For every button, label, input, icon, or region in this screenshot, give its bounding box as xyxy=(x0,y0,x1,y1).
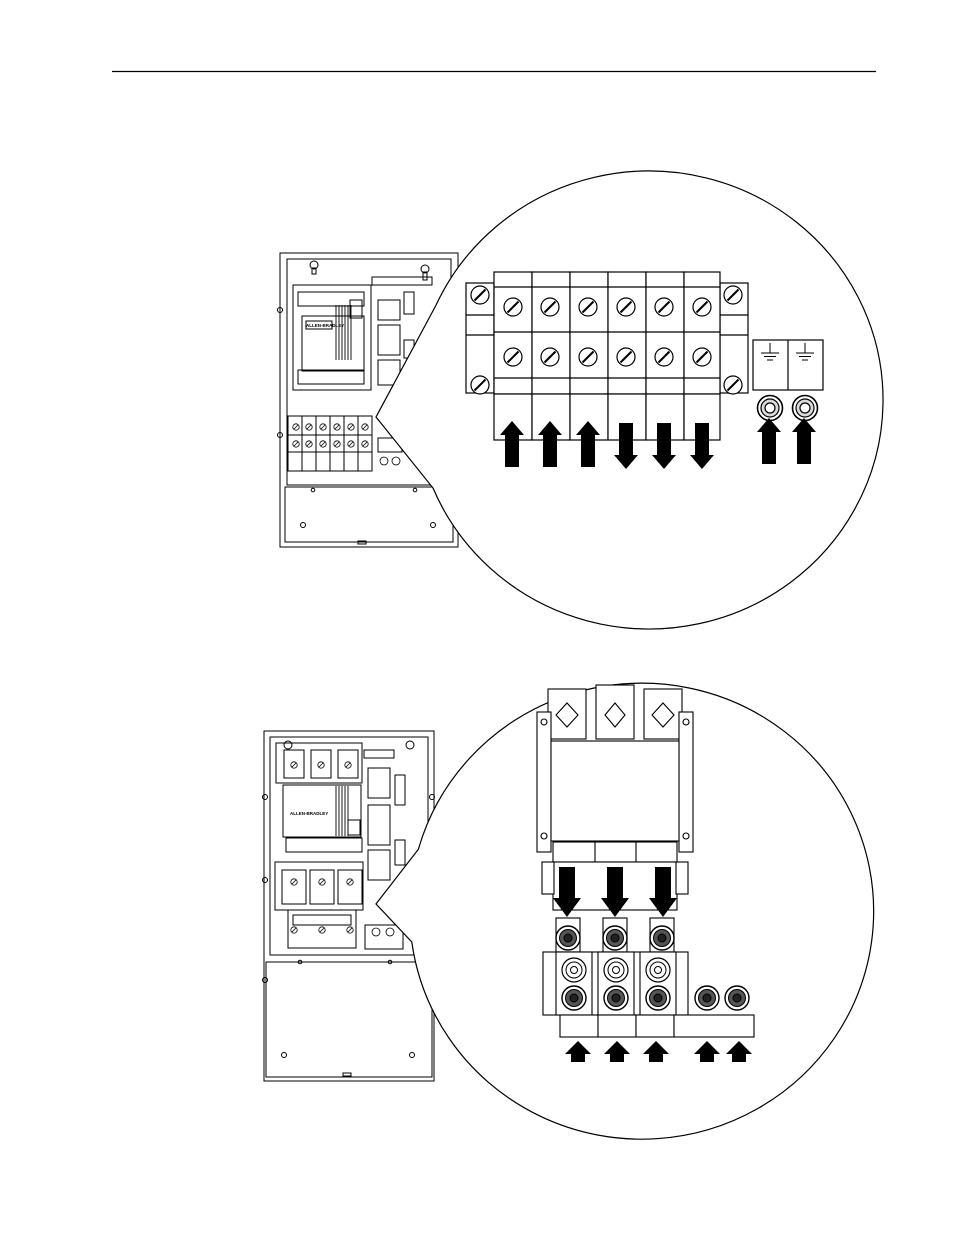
screw-icon xyxy=(579,298,597,316)
input-lug-icon xyxy=(646,986,670,1010)
screw-icon xyxy=(579,348,597,366)
screw-icon xyxy=(693,348,711,366)
input-lug-icon xyxy=(562,958,586,982)
output-lug-icon xyxy=(650,926,674,950)
screw-icon xyxy=(724,286,742,304)
figure-top: ALLEN-BRADLEY xyxy=(278,171,884,629)
input-lug-icon xyxy=(604,986,628,1010)
screw-icon xyxy=(617,298,635,316)
input-lug-icon xyxy=(562,986,586,1010)
screw-icon xyxy=(655,348,673,366)
figure-bottom: ALLEN-BRADLEY xyxy=(263,683,874,1139)
enclosure-top-brand: ALLEN-BRADLEY xyxy=(306,323,344,328)
arrows-top xyxy=(500,418,816,469)
output-lug-icon xyxy=(603,926,627,950)
screw-icon xyxy=(541,348,559,366)
screw-icon xyxy=(504,348,522,366)
enclosure-bottom-brand: ALLEN-BRADLEY xyxy=(290,811,328,816)
screw-icon xyxy=(541,298,559,316)
screw-icon xyxy=(471,376,489,394)
screw-icon xyxy=(504,298,522,316)
screw-icon xyxy=(693,298,711,316)
output-lug-icon xyxy=(556,926,580,950)
ground-stud-icon xyxy=(725,986,749,1010)
input-lug-icon xyxy=(646,958,670,982)
screw-icon xyxy=(471,286,489,304)
ground-stud-icon xyxy=(758,396,783,421)
ground-stud-icon xyxy=(695,986,719,1010)
ground-terminal-block xyxy=(753,340,823,390)
screw-icon xyxy=(617,348,635,366)
ground-stud-icon xyxy=(793,396,818,421)
screw-icon xyxy=(724,376,742,394)
input-lug-icon xyxy=(604,958,628,982)
screw-icon xyxy=(655,298,673,316)
